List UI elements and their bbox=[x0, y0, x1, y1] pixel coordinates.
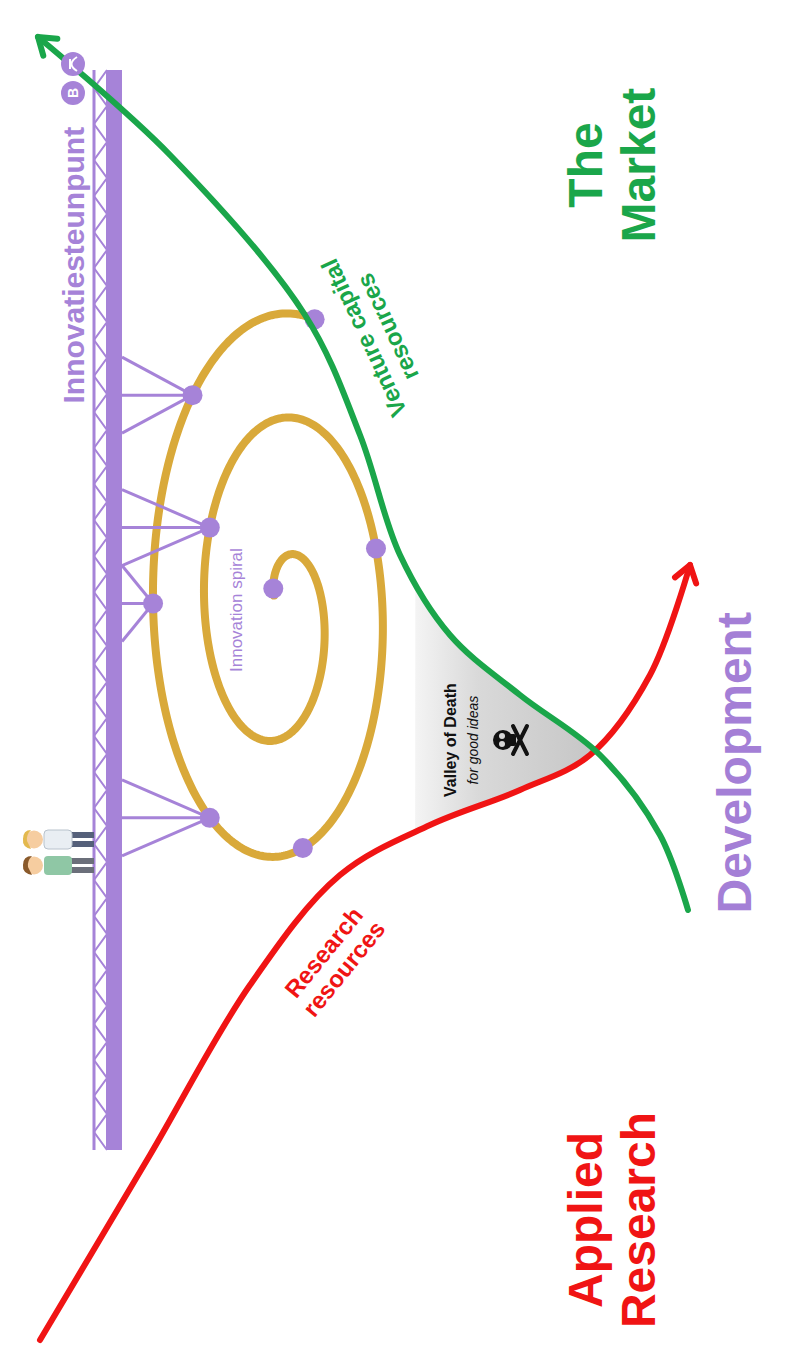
logo-circle bbox=[61, 52, 85, 76]
stage-label: Applied Research bbox=[560, 1095, 666, 1345]
valley-region: Valley of Death for good ideas bbox=[405, 595, 605, 855]
bridge-strut bbox=[122, 394, 192, 397]
bridge-strut bbox=[122, 526, 210, 529]
brand-logo bbox=[61, 52, 85, 105]
curve-label: Venture capital resources bbox=[312, 235, 440, 430]
brand-name: Innovatiesteunpunt bbox=[57, 127, 90, 404]
person bbox=[23, 830, 94, 849]
valley-fill bbox=[415, 585, 595, 832]
logo-glyph bbox=[70, 57, 77, 71]
person bbox=[23, 856, 94, 875]
spiral-dot bbox=[366, 539, 386, 559]
valley-subtitle: for good ideas bbox=[465, 696, 481, 785]
people bbox=[23, 830, 94, 875]
spiral-dot bbox=[293, 838, 313, 858]
valley-title: Valley of Death bbox=[442, 683, 460, 797]
capital-curve bbox=[38, 37, 688, 910]
spiral-dot bbox=[143, 594, 163, 614]
bridge-strut bbox=[122, 395, 192, 433]
stage-label: The Market bbox=[560, 65, 666, 265]
bridge-strut bbox=[122, 816, 210, 819]
spiral-dot bbox=[263, 579, 283, 599]
spiral-path bbox=[153, 313, 383, 856]
logo-circle bbox=[61, 81, 85, 105]
bridge-deck bbox=[106, 70, 122, 1150]
logo-letter: B bbox=[66, 88, 81, 98]
bridge-strut bbox=[122, 780, 210, 818]
innovation-spiral bbox=[153, 313, 383, 856]
curve-label: Research resources bbox=[269, 890, 398, 1032]
bridge-strut bbox=[122, 818, 210, 856]
spiral-dot bbox=[182, 385, 202, 405]
bridge-strut bbox=[122, 357, 192, 395]
bridge-strut bbox=[122, 490, 210, 528]
bridge-strut bbox=[122, 528, 210, 566]
bridge-truss bbox=[94, 70, 107, 1150]
bridge-truss bbox=[93, 70, 96, 1150]
valley-shape bbox=[405, 595, 605, 855]
spiral-dot bbox=[200, 518, 220, 538]
spiral-dot bbox=[200, 808, 220, 828]
spiral-label: Innovation spiral bbox=[228, 544, 247, 676]
stage-label: Development bbox=[709, 612, 762, 913]
